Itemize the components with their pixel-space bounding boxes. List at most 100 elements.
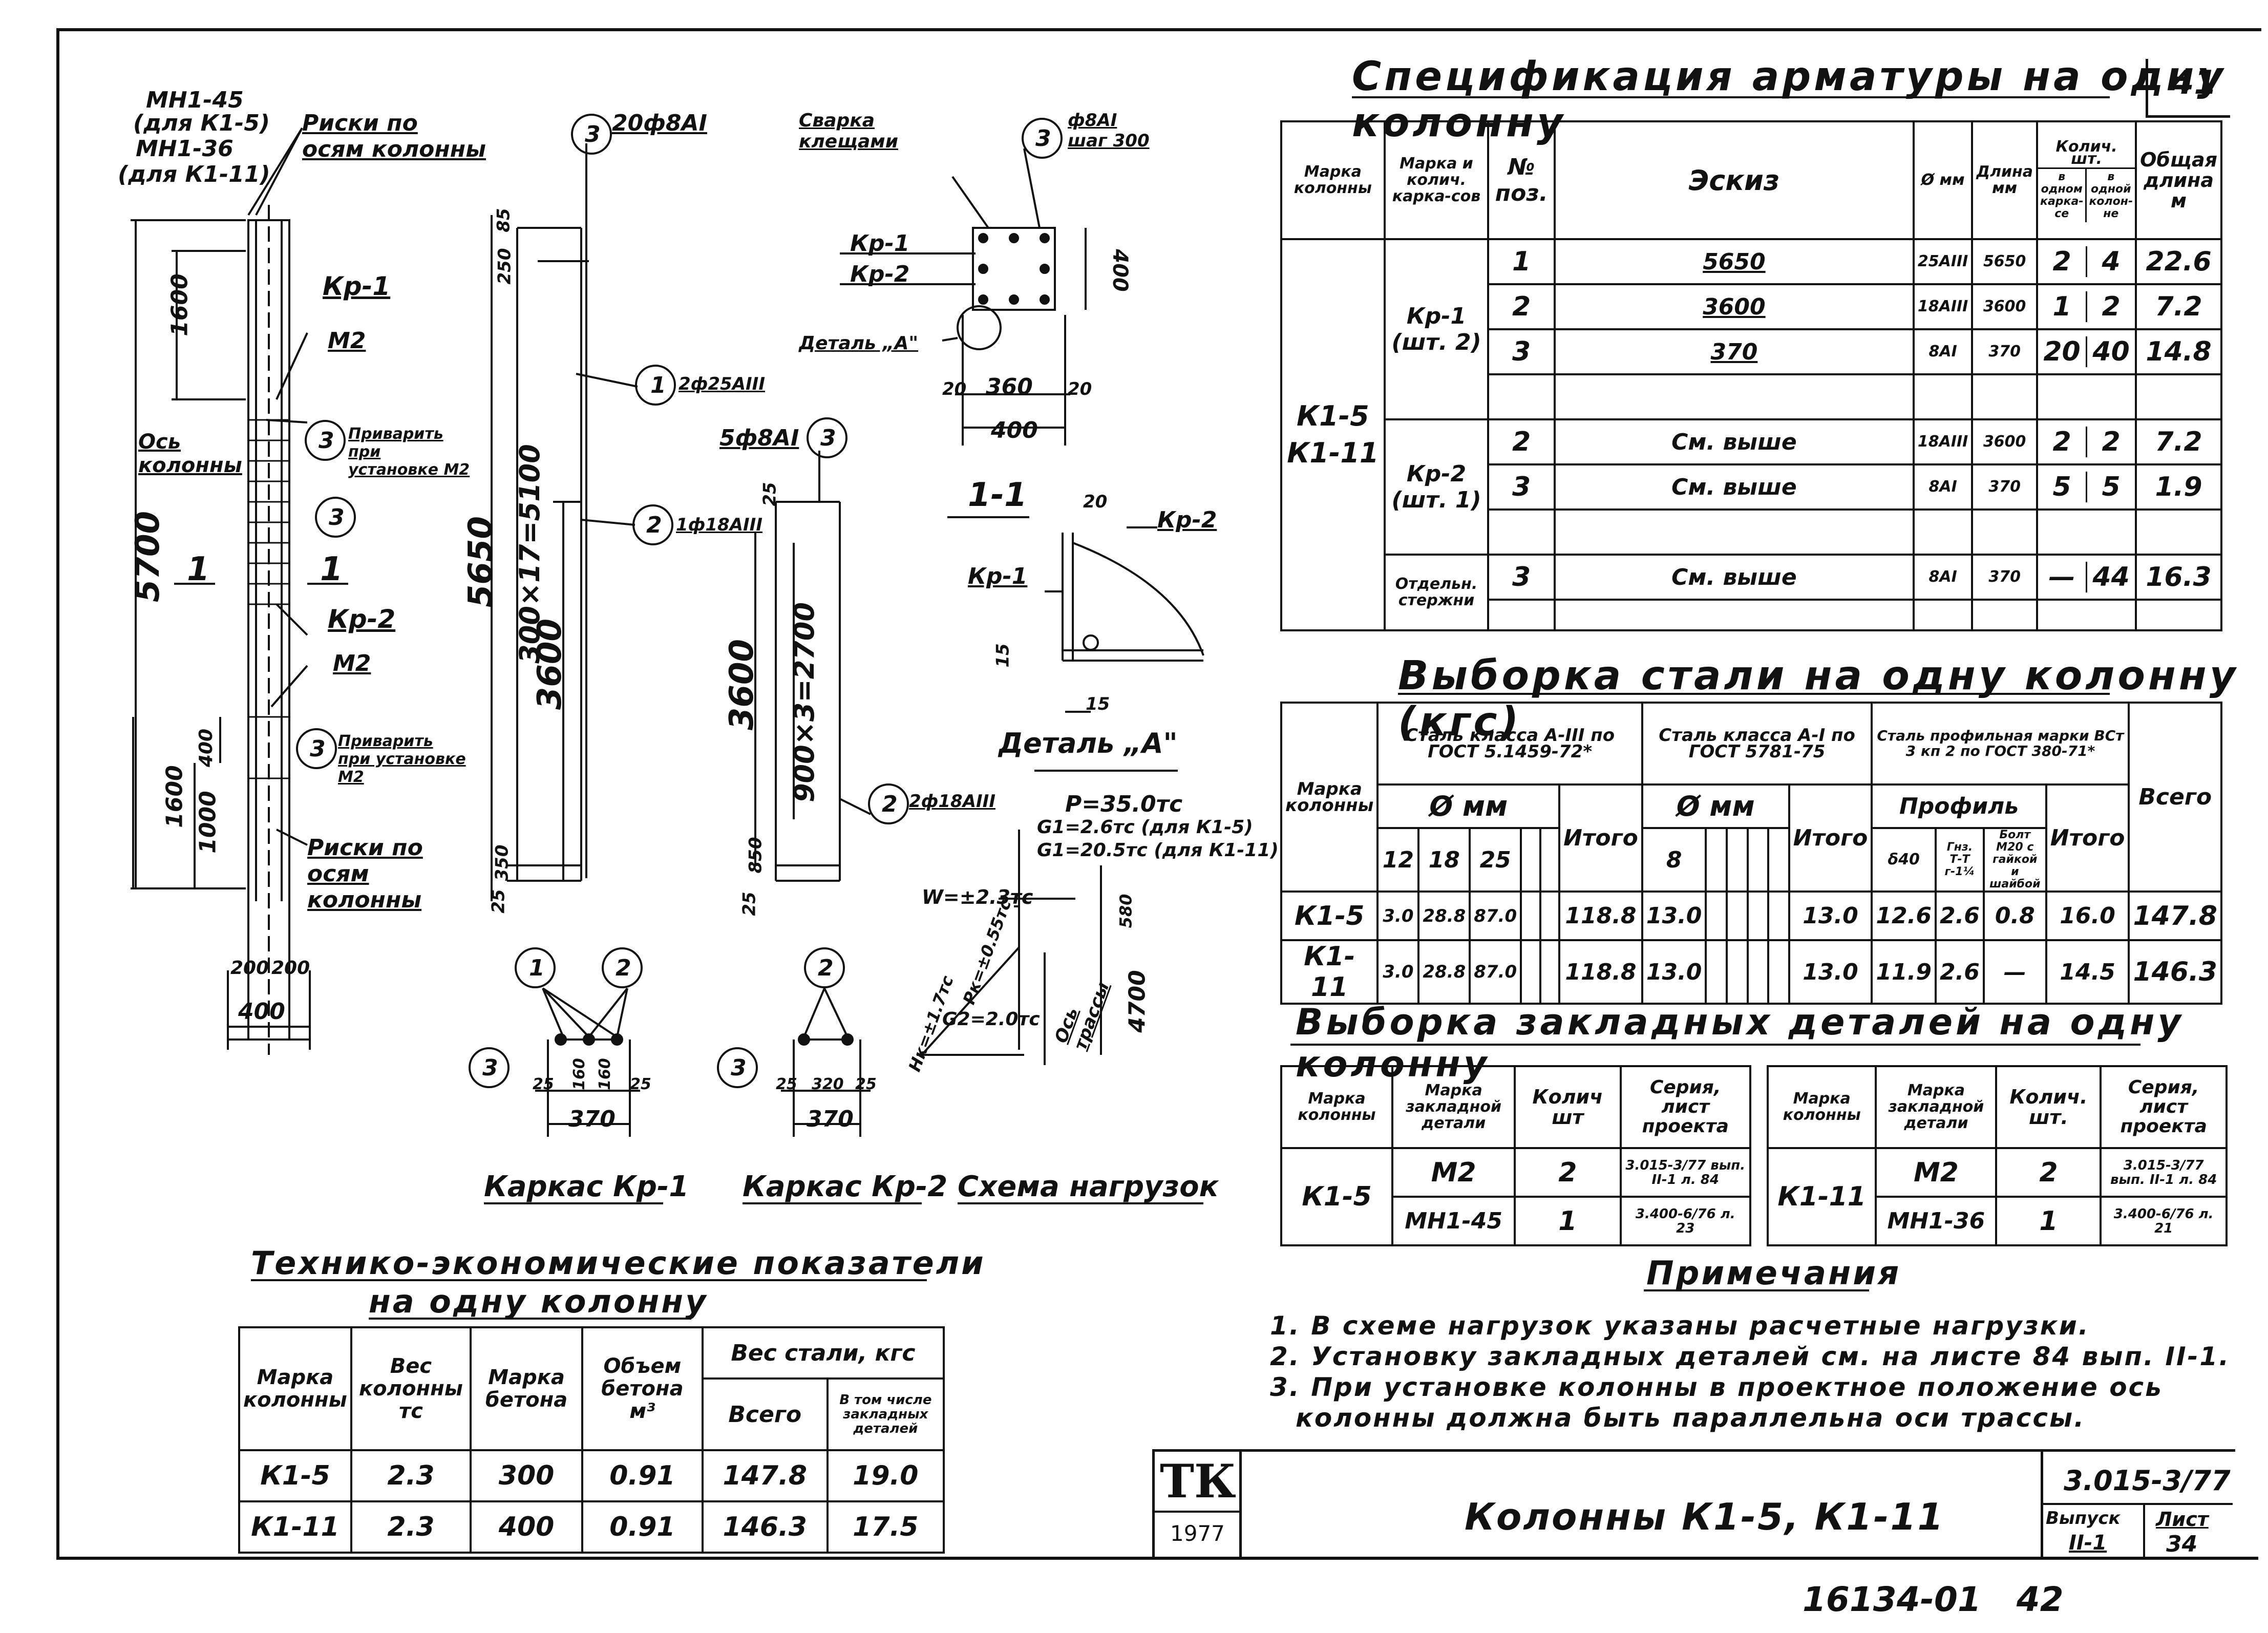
callout-3-top: 3 bbox=[319, 428, 334, 454]
steel-cell: 13.0 bbox=[1788, 939, 1873, 1005]
steel-cell: 14.5 bbox=[2045, 939, 2130, 1005]
spec-frame-kr2: Кр-2 (шт. 1) bbox=[1383, 418, 1490, 556]
section-dim-360: 360 bbox=[986, 374, 1033, 400]
steel-header-a3: Сталь класса А-III по ГОСТ 5.1459-72* bbox=[1376, 702, 1643, 786]
kr1-dim-350: 350 bbox=[492, 844, 513, 881]
load-g1-k1-11: G1=20.5тс (для К1-11) bbox=[1037, 840, 1279, 861]
stamp-logo: ТК bbox=[1160, 1454, 1236, 1509]
load-dim-580: 580 bbox=[1116, 894, 1136, 928]
section-mark-1-right: 1 bbox=[320, 550, 343, 588]
steel-cell: 118.8 bbox=[1558, 890, 1643, 941]
load-w: W=±2.3тс bbox=[922, 886, 1033, 908]
spec-header-frames: Марка и колич. карка-сов bbox=[1383, 120, 1490, 240]
spec-cell: 2 bbox=[1487, 418, 1556, 465]
steel-cell: 0.8 bbox=[1982, 890, 2047, 941]
kr2-section-callout-3: 3 bbox=[731, 1055, 747, 1081]
cut-dim-15-bottom: 15 bbox=[1086, 694, 1110, 714]
steel-cell bbox=[1746, 890, 1770, 941]
spec-sketch-cell: 5650 bbox=[1553, 238, 1915, 285]
tech-title-line1: Технико-экономические показатели bbox=[251, 1244, 986, 1282]
steel-cell: 118.8 bbox=[1558, 939, 1643, 1005]
kr1-section-dim: 25 bbox=[630, 1075, 651, 1093]
section-weld-label: Сварка клещами bbox=[799, 110, 898, 152]
label-mn1-36: МН1-36 bbox=[136, 136, 234, 162]
steel-cell: 28.8 bbox=[1417, 939, 1471, 1005]
steel-header-total-a3: Итого bbox=[1558, 783, 1643, 893]
kr1-dim-3600: 3600 bbox=[531, 618, 569, 710]
tech-header: Марка бетона bbox=[470, 1326, 584, 1451]
embedded-header: Серия, лист проекта bbox=[2100, 1065, 2228, 1149]
spec-cell: 8АI bbox=[1912, 328, 1974, 375]
tech-header: Объем бетона м³ bbox=[581, 1326, 704, 1451]
steel-cell: 146.3 bbox=[2128, 939, 2222, 1005]
steel-header-diam-a3: Ø мм bbox=[1376, 783, 1561, 829]
spec-cell: 3600 bbox=[1971, 418, 2039, 465]
kr2-dim-pitch: 900×3=2700 bbox=[788, 602, 821, 803]
steel-cell: 3.0 bbox=[1376, 890, 1420, 941]
spec-q2: 40 bbox=[2092, 336, 2130, 367]
steel-cell bbox=[1767, 890, 1790, 941]
stamp-sheet-value: 34 bbox=[2166, 1531, 2198, 1557]
notes-title: Примечания bbox=[1646, 1255, 1901, 1292]
note-item: 2. Установку закладных деталей см. на ли… bbox=[1270, 1342, 2231, 1371]
spec-header-mark: Марка колонны bbox=[1280, 120, 1386, 240]
kr1-section-callout-2: 2 bbox=[616, 955, 631, 981]
spec-cell: 3 bbox=[1487, 463, 1556, 511]
steel-header-a1: Сталь класса А-I по ГОСТ 5781-75 bbox=[1641, 702, 1873, 786]
label-weld-bottom: Приварить при установке М2 bbox=[338, 732, 466, 786]
tech-title-line2: на одну колонну bbox=[369, 1283, 708, 1320]
embedded-cell: 3.015-3/77 вып. II-1 л. 84 bbox=[2100, 1147, 2228, 1198]
spec-q2: 4 bbox=[2102, 246, 2121, 277]
kr2-section-dim-370: 370 bbox=[807, 1106, 854, 1132]
embedded-cell: МН1-45 bbox=[1391, 1196, 1516, 1246]
label-mn1-45: МН1-45 bbox=[146, 87, 244, 113]
spec-cell: 1 bbox=[1487, 238, 1556, 285]
steel-header-profile: Профиль bbox=[1871, 783, 2047, 829]
spec-cell: 370 bbox=[1971, 328, 2039, 375]
steel-cell: 16.0 bbox=[2045, 890, 2130, 941]
steel-cell: 13.0 bbox=[1641, 890, 1707, 941]
steel-cell: 28.8 bbox=[1417, 890, 1471, 941]
sheet-number-box bbox=[2146, 59, 2230, 118]
steel-profile: Гнз. Т-Т г-1¼ bbox=[1934, 827, 1985, 893]
spec-cell: 370 bbox=[1971, 463, 2039, 511]
steel-cell: 13.0 bbox=[1641, 939, 1707, 1005]
steel-diam-a3: 25 bbox=[1469, 827, 1522, 893]
callout-1: 1 bbox=[650, 372, 666, 398]
kr1-section-dim: 25 bbox=[533, 1075, 554, 1093]
kr1-dim-250: 250 bbox=[494, 248, 515, 285]
spec-header-total: Общая длина м bbox=[2135, 120, 2222, 240]
steel-header-mark: Марка колонны bbox=[1280, 702, 1379, 893]
embedded-cell: М2 bbox=[1875, 1147, 1998, 1198]
section-dim-400: 400 bbox=[991, 417, 1038, 443]
note-item: 3. При установке колонны в проектное пол… bbox=[1270, 1372, 2163, 1402]
tech-cell: 0.91 bbox=[581, 1449, 704, 1502]
cut-kr1-label: Кр-1 bbox=[968, 563, 1028, 589]
spec-cell: 25АIII bbox=[1912, 238, 1974, 285]
label-weld-top: Приварить при установке М2 bbox=[348, 425, 470, 479]
kr1-dim-25: 25 bbox=[488, 889, 509, 914]
caption-load-scheme: Схема нагрузок bbox=[958, 1170, 1219, 1203]
spec-q2: 44 bbox=[2092, 562, 2130, 592]
tech-cell: 2.3 bbox=[350, 1500, 472, 1554]
spec-sketch-cell: 370 bbox=[1553, 328, 1915, 375]
dim-400-vertical: 400 bbox=[196, 728, 217, 768]
kr1-section-callout-1: 1 bbox=[529, 955, 545, 981]
steel-diam-a1 bbox=[1767, 827, 1790, 893]
steel-diam-a1: 8 bbox=[1641, 827, 1707, 893]
steel-diam-a1 bbox=[1725, 827, 1749, 893]
spec-header-qty-column: в одной колон-не bbox=[2089, 170, 2133, 220]
dim-1600-bottom: 1600 bbox=[161, 765, 188, 828]
stamp-series: 3.015-3/77 bbox=[2064, 1465, 2231, 1497]
spec-q1: 5 bbox=[2038, 472, 2088, 502]
dim-1600-top: 1600 bbox=[166, 273, 193, 336]
tech-header: Марка колонны bbox=[238, 1326, 352, 1451]
steel-cell: 2.6 bbox=[1934, 890, 1985, 941]
steel-diam-a3: 18 bbox=[1417, 827, 1471, 893]
kr1-rebar-stirrups: 20ф8АI bbox=[612, 110, 707, 136]
cut-dim-20: 20 bbox=[1083, 492, 1108, 512]
tech-cell: 300 bbox=[470, 1449, 584, 1502]
kr1-dim-85: 85 bbox=[493, 208, 514, 232]
embedded-cell: 3.015-3/77 вып. II-1 л. 84 bbox=[1619, 1147, 1752, 1198]
